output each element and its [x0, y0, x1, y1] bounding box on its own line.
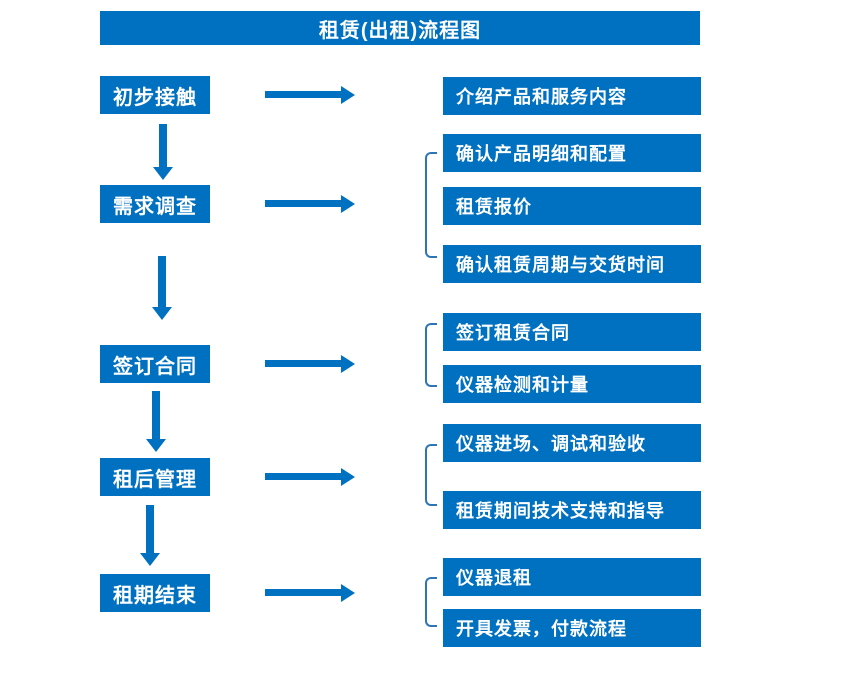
right-arrow: [265, 200, 341, 207]
detail-box: 介绍产品和服务内容: [443, 77, 701, 115]
detail-label: 仪器退租: [456, 568, 532, 588]
down-arrow: [146, 505, 154, 553]
step-label: 签订合同: [113, 355, 197, 378]
step-box-2: 需求调查: [100, 185, 210, 223]
right-arrow: [265, 473, 341, 480]
step-label: 需求调查: [113, 195, 197, 218]
step-box-5: 租期结束: [100, 574, 210, 612]
detail-label: 租赁报价: [456, 197, 532, 217]
down-arrow: [158, 256, 166, 307]
right-arrow: [265, 91, 341, 98]
right-arrow: [265, 360, 341, 367]
down-arrow: [159, 124, 167, 167]
right-arrow: [265, 589, 341, 596]
page-title: 租赁(出租)流程图: [318, 19, 482, 42]
detail-label: 确认产品明细和配置: [456, 144, 627, 164]
group-bracket: [425, 323, 437, 387]
step-box-1: 初步接触: [100, 76, 210, 114]
detail-box: 开具发票，付款流程: [443, 609, 701, 647]
title-bar: 租赁(出租)流程图: [100, 11, 700, 45]
detail-label: 仪器检测和计量: [456, 375, 589, 395]
step-label: 租后管理: [113, 468, 197, 491]
detail-label: 介绍产品和服务内容: [456, 87, 627, 107]
step-box-4: 租后管理: [100, 458, 210, 496]
detail-box: 租赁报价: [443, 187, 701, 225]
detail-box: 仪器退租: [443, 558, 701, 596]
step-label: 租期结束: [113, 584, 197, 607]
detail-box: 仪器进场、调试和验收: [443, 424, 701, 462]
step-label: 初步接触: [113, 86, 197, 109]
detail-label: 仪器进场、调试和验收: [456, 434, 646, 454]
group-bracket: [425, 152, 437, 258]
detail-label: 签订租赁合同: [456, 323, 570, 343]
detail-box: 确认产品明细和配置: [443, 134, 701, 172]
detail-box: 签订租赁合同: [443, 313, 701, 351]
detail-label: 确认租赁周期与交货时间: [456, 255, 665, 275]
detail-box: 仪器检测和计量: [443, 365, 701, 403]
step-box-3: 签订合同: [100, 345, 210, 383]
detail-label: 租赁期间技术支持和指导: [456, 501, 665, 521]
group-bracket: [425, 444, 437, 506]
detail-box: 租赁期间技术支持和指导: [443, 491, 701, 529]
down-arrow: [152, 391, 160, 439]
detail-label: 开具发票，付款流程: [456, 619, 627, 639]
detail-box: 确认租赁周期与交货时间: [443, 245, 701, 283]
group-bracket: [425, 577, 437, 627]
